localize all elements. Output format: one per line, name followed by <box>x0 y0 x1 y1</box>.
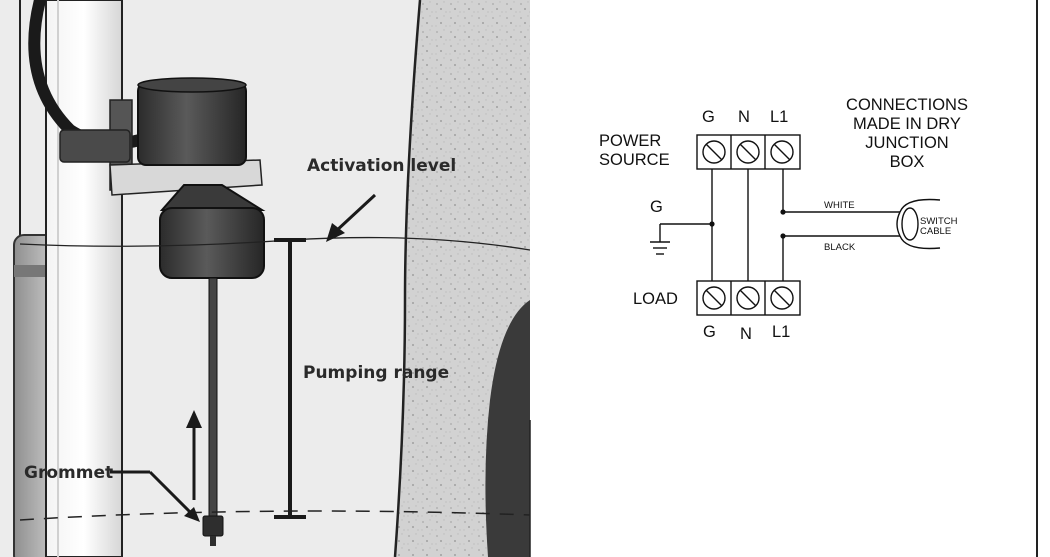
dark-pit <box>485 300 530 557</box>
terminal-screw-icon <box>736 286 760 310</box>
activation-arrow-icon <box>326 193 377 242</box>
float <box>159 184 266 546</box>
load-label: LOAD <box>633 290 678 308</box>
connections-note-line4: BOX <box>890 153 925 171</box>
bottom-terminal-n: N <box>740 325 752 343</box>
terminal-screw-icon <box>702 286 726 310</box>
power-source-label-line1: POWER <box>599 132 661 150</box>
up-arrow-icon <box>186 410 202 500</box>
wiring-labels: G N L1 POWER SOURCE CONNECTIONS MADE IN … <box>599 96 968 343</box>
grommet-label: Grommet <box>24 463 113 483</box>
terminal-screw-icon <box>736 140 760 164</box>
top-terminal-n: N <box>738 108 750 126</box>
bottom-terminal-l1: L1 <box>772 323 790 341</box>
terminal-screw-icon <box>770 286 794 310</box>
basin-floor <box>19 510 530 521</box>
terminal-screw-icon <box>770 140 794 164</box>
discharge-pipe <box>45 0 123 557</box>
bottom-terminal-g: G <box>703 323 716 341</box>
pumping-range-bar <box>274 238 306 519</box>
connections-note-line2: MADE IN DRY <box>853 115 961 133</box>
load-terminal-block <box>696 280 801 316</box>
switch-cable-label-line1: SWITCH <box>920 216 958 227</box>
black-wire-label: BLACK <box>824 242 856 253</box>
top-terminal-g: G <box>702 108 715 126</box>
ground-label: G <box>650 198 663 216</box>
wiring-diagram <box>650 134 941 316</box>
sump-illustration: Activation level Pumping range Grommet <box>0 0 530 557</box>
power-source-label-line2: SOURCE <box>599 151 670 169</box>
top-terminal-l1: L1 <box>770 108 788 126</box>
white-wire-label: WHITE <box>824 200 855 211</box>
terminal-screw-icon <box>702 140 726 164</box>
ground-symbol-icon <box>650 241 670 255</box>
switch-cable-label-line2: CABLE <box>920 226 951 237</box>
activation-level-label: Activation level <box>307 156 456 176</box>
connections-note-line3: JUNCTION <box>865 134 948 152</box>
power-source-terminal-block <box>696 134 801 170</box>
switch-cable-icon <box>896 198 941 250</box>
pumping-range-label: Pumping range <box>303 363 449 383</box>
grommet-leader <box>110 470 200 522</box>
connections-note-line1: CONNECTIONS <box>846 96 968 114</box>
